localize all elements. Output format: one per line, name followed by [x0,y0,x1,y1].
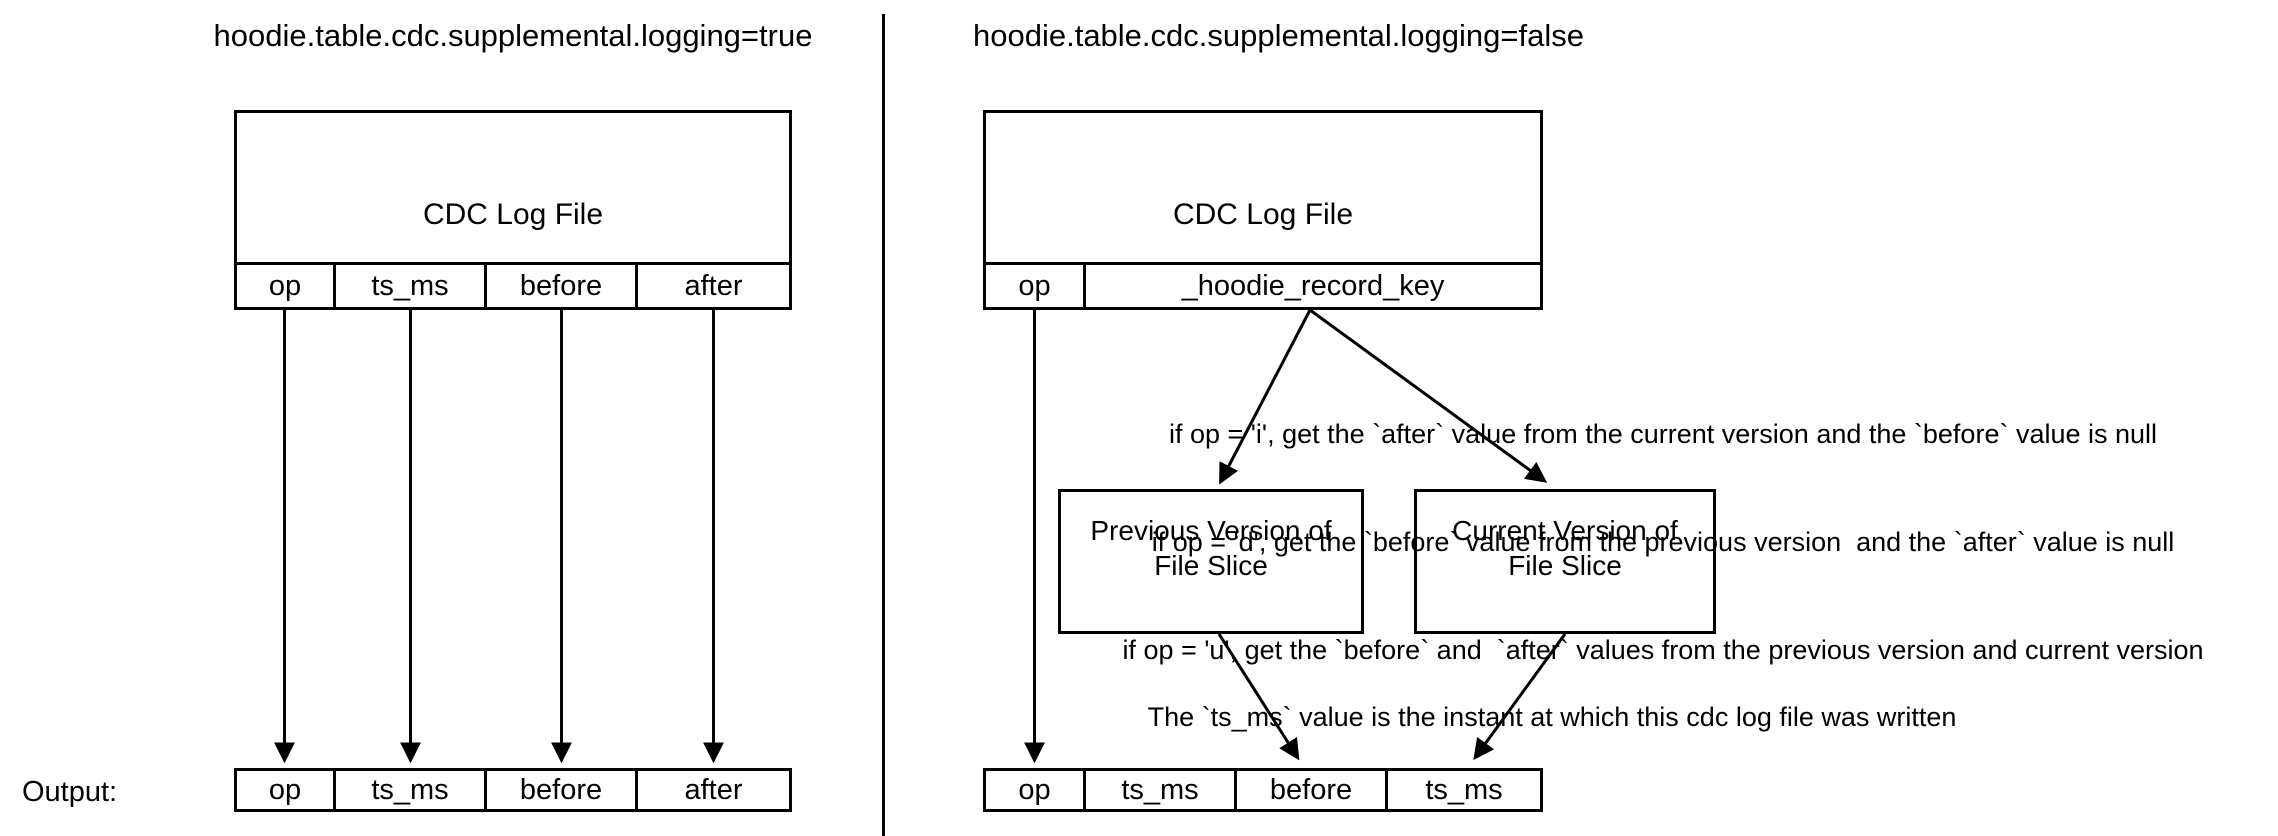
left-header-cell-ts-ms: ts_ms [336,265,487,307]
left-cdc-log-file-box: CDC Log File [234,110,792,262]
right-cdc-box-title: CDC Log File [1172,198,1354,231]
right-cdc-header-row: op _hoodie_record_key [983,262,1543,310]
left-cdc-header-row: op ts_ms before after [234,262,792,310]
left-panel-title: hoodie.table.cdc.supplemental.logging=tr… [213,18,813,53]
left-cdc-box-title: CDC Log File [422,198,604,231]
right-cdc-log-file-box: CDC Log File [983,110,1543,262]
left-header-cell-before: before [487,265,638,307]
right-header-cell-op: op [986,265,1086,307]
left-output-cell-op: op [237,771,336,809]
right-header-cell-hoodie-record-key: _hoodie_record_key [1181,269,1445,302]
previous-box-line2: File Slice [1154,549,1268,581]
op-rule-insert: if op = 'i', get the `after` value from … [1168,419,2158,449]
right-panel-title: hoodie.table.cdc.supplemental.logging=fa… [973,18,1584,53]
right-output-cell-ts-ms: ts_ms [1086,771,1237,809]
right-output-cell-before: before [1237,771,1388,809]
output-label: Output: [22,776,118,808]
left-output-cell-after: after [684,773,743,806]
current-box-line2: File Slice [1508,549,1622,581]
previous-version-file-slice-box: Previous Version of File Slice [1058,489,1364,634]
left-output-cell-ts-ms: ts_ms [336,771,487,809]
previous-box-line1: Previous Version of [1090,514,1332,546]
right-output-row: op ts_ms before ts_ms [983,768,1543,812]
right-output-cell-op: op [986,771,1086,809]
right-output-cell-ts-ms-2: ts_ms [1425,773,1503,806]
left-output-cell-before: before [487,771,638,809]
current-box-line1: Current Version of [1452,514,1678,546]
left-header-cell-after: after [684,269,743,302]
op-rule-delete: if op = 'd', get the `before` value from… [1151,527,2175,557]
current-version-file-slice-box: Current Version of File Slice [1414,489,1716,634]
left-header-cell-op: op [237,265,336,307]
ts-ms-note: The `ts_ms` value is the instant at whic… [1147,702,1957,732]
left-output-row: op ts_ms before after [234,768,792,812]
op-rule-update: if op = 'u', get the `before` and `after… [1122,635,2204,665]
